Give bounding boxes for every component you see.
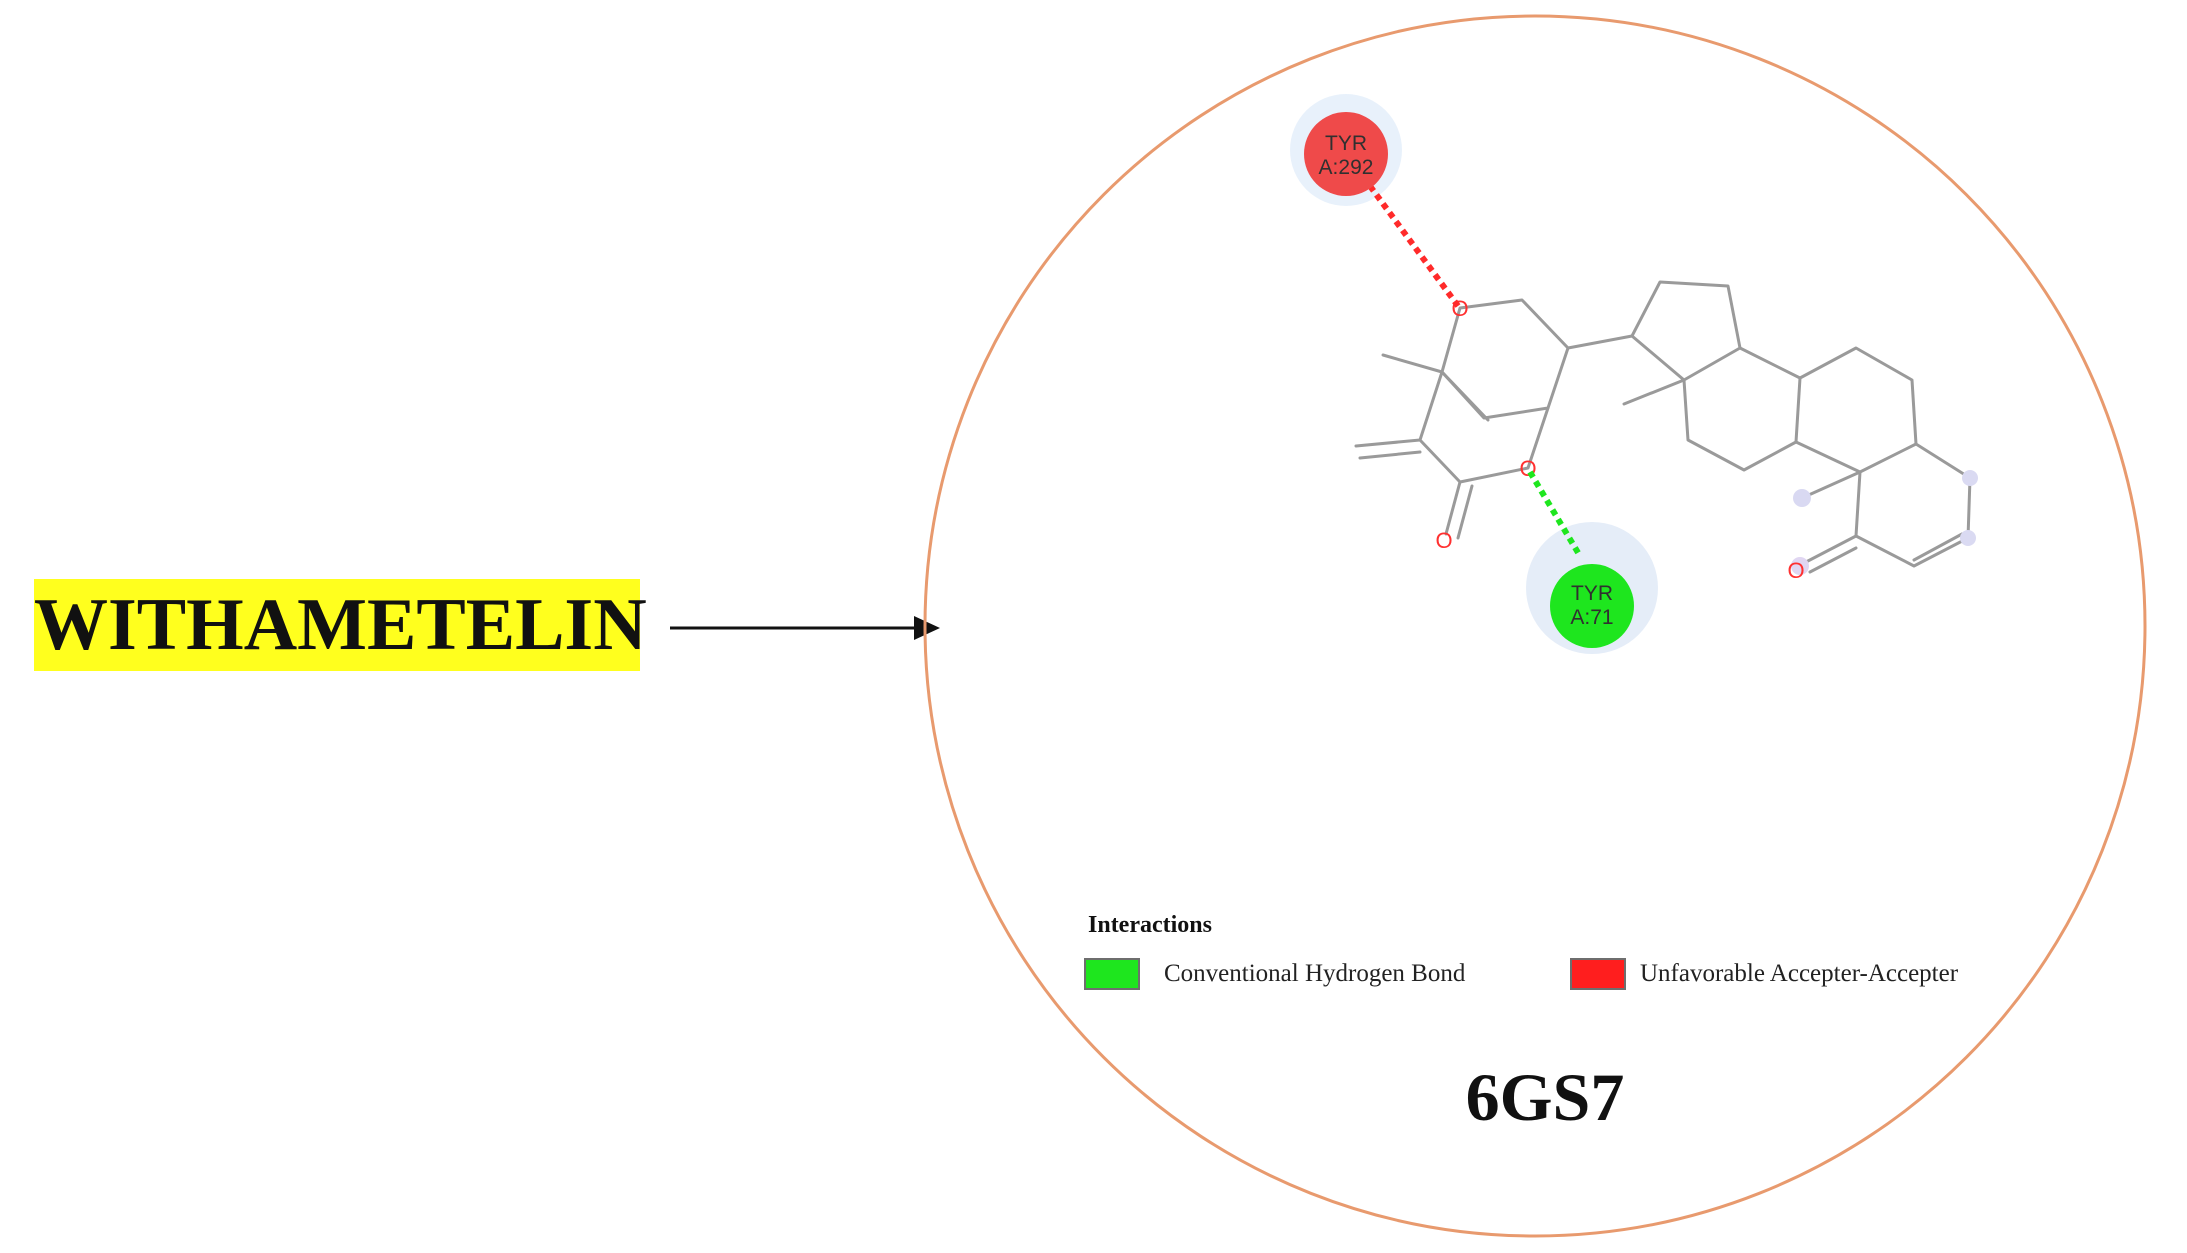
residue-tyr71-position: A:71 [1570, 606, 1613, 629]
legend-swatch-hydrogen-bond [1084, 958, 1140, 990]
residue-tyr71 [1550, 564, 1634, 648]
atom-marker [1793, 489, 1811, 507]
legend-title: Interactions [1088, 912, 1212, 938]
compound-label-highlight [34, 579, 640, 671]
hydrogen-bond-line [1527, 470, 1583, 558]
ligand-structure [1354, 280, 1972, 574]
residue-tyr292-name: TYR [1325, 132, 1367, 155]
legend-swatch-unfavorable [1570, 958, 1626, 990]
oxygen-atom-ketone: O [1787, 558, 1804, 583]
compound-name: WITHAMETELIN [34, 584, 647, 666]
interaction-circle [923, 14, 2147, 1238]
oxygen-atom-carbonyl: O [1435, 528, 1452, 553]
atom-marker [1962, 470, 1978, 486]
legend-label-hydrogen-bond: Conventional Hydrogen Bond [1164, 960, 1466, 987]
atom-marker [1791, 557, 1809, 575]
residue-tyr292-position: A:292 [1319, 156, 1374, 179]
arrow-head [914, 616, 940, 640]
oxygen-atom-ring: O [1451, 296, 1468, 321]
residue-tyr292 [1304, 112, 1388, 196]
legend-label-unfavorable: Unfavorable Accepter-Accepter [1640, 960, 1959, 987]
unfavorable-interaction-line [1367, 184, 1461, 308]
atom-marker [1960, 530, 1976, 546]
oxygen-atom-ester: O [1519, 456, 1536, 481]
residue-tyr71-name: TYR [1571, 582, 1613, 605]
protein-id-label: 6GS7 [1465, 1059, 1625, 1135]
